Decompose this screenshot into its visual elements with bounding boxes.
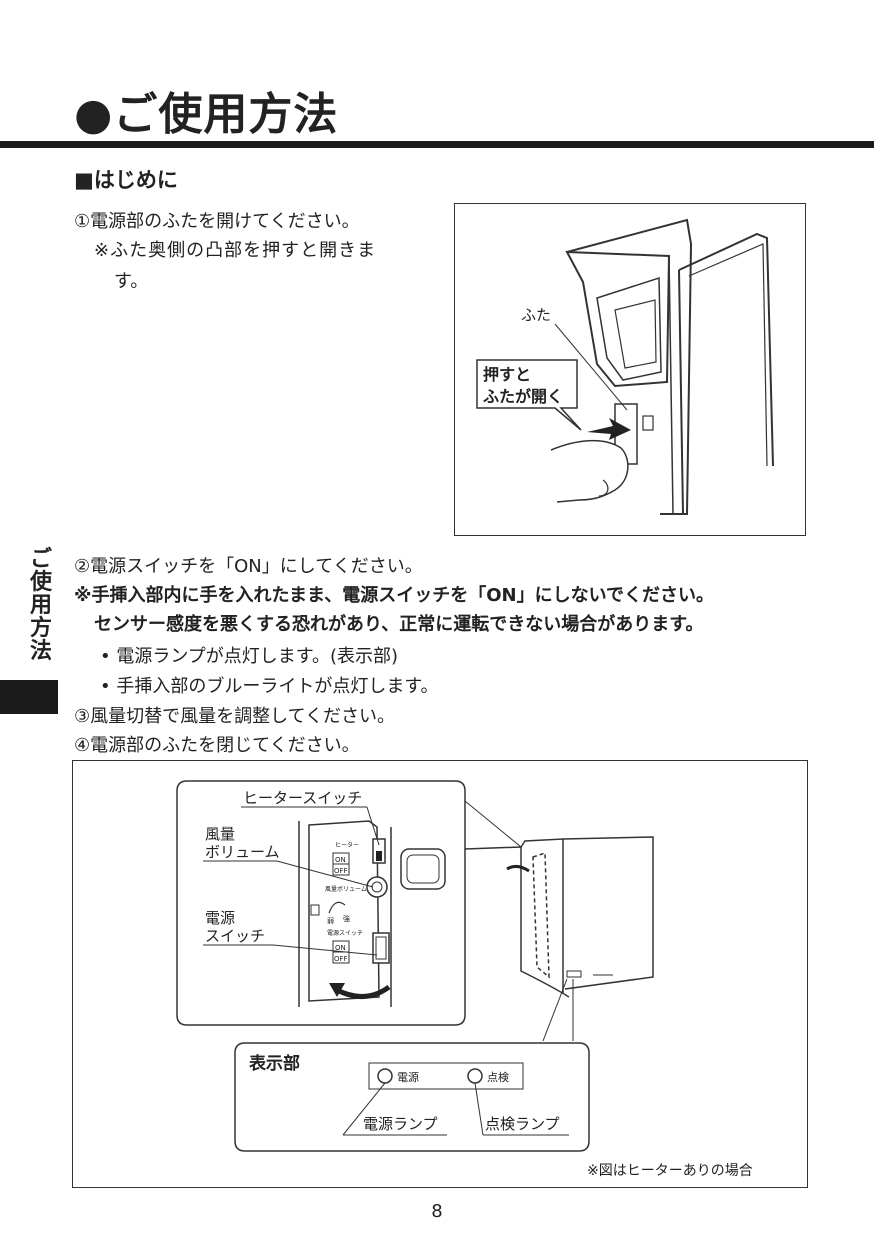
lid-illustration: ふた 押すと ふたが開く (476, 218, 774, 515)
power-label-2: スイッチ (205, 927, 265, 945)
lamp-power-text: 電源 (397, 1070, 419, 1084)
side-tab-label: ご使用方法 (24, 548, 58, 663)
step-3-text: ③風量切替で風量を調整してください。 (74, 706, 396, 727)
callout-line-1: 押すと (483, 365, 531, 384)
bullet-power-lamp: • 電源ランプが点灯します。(表示部) (100, 646, 399, 667)
title-rule (0, 141, 874, 148)
power-lamp-label: 電源ランプ (363, 1115, 438, 1133)
heater-on: ON (335, 856, 346, 864)
display-title: 表示部 (249, 1053, 300, 1074)
volume-strong: 強 (343, 915, 350, 923)
volume-label-2: ボリューム (205, 843, 280, 861)
volume-weak: 弱 (327, 917, 334, 925)
step-1-note-a: ※ふた奥側の凸部を押すと開きま (94, 240, 377, 261)
lamp-check-text: 点検 (487, 1070, 509, 1084)
controls-illustration: ヒーター ON OFF 風量ボリューム 弱 強 電源スイッチ ON OFF ヒー… (176, 780, 753, 1179)
page-title: ●ご使用方法 (74, 89, 339, 140)
side-tab-text: ご使用方法 (29, 547, 52, 664)
callout-line-2: ふたが開く (483, 387, 563, 406)
figure-controls: ヒーター ON OFF 風量ボリューム 弱 強 電源スイッチ ON OFF ヒー… (72, 760, 808, 1188)
volume-label-1: 風量 (205, 825, 235, 843)
step-1-note-b: す。 (114, 271, 149, 292)
warning-line-1: ※手挿入部内に手を入れたまま、電源スイッチを「ON」にしないでください。 (74, 585, 715, 606)
step-4-text: ④電源部のふたを閉じてください。 (74, 735, 360, 756)
footnote: ※図はヒーターありの場合 (587, 1163, 753, 1179)
panel-power-label: 電源スイッチ (327, 929, 363, 937)
check-lamp-label: 点検ランプ (485, 1115, 560, 1133)
page-number: 8 (431, 1201, 443, 1222)
section-heading: ■はじめに (74, 168, 178, 192)
lid-label: ふた (521, 306, 551, 324)
figure-lid-opening: ふた 押すと ふたが開く (454, 203, 806, 536)
warning-line-2: センサー感度を悪くする恐れがあり、正常に運転できない場合があります。 (94, 614, 704, 635)
power-label-1: 電源 (205, 909, 235, 927)
power-on: ON (335, 944, 346, 952)
panel-heater-label: ヒーター (335, 841, 359, 849)
power-off: OFF (334, 955, 348, 963)
panel-volume-label: 風量ボリューム (325, 885, 367, 893)
step-2-text: ②電源スイッチを「ON」にしてください。 (74, 556, 423, 577)
heater-switch-label: ヒータースイッチ (243, 789, 362, 807)
step-1-text: ①電源部のふたを開けてください。 (74, 211, 360, 232)
bullet-blue-light: • 手挿入部のブルーライトが点灯します。 (100, 676, 439, 697)
side-tab-marker (0, 680, 58, 714)
heater-off: OFF (334, 867, 348, 875)
